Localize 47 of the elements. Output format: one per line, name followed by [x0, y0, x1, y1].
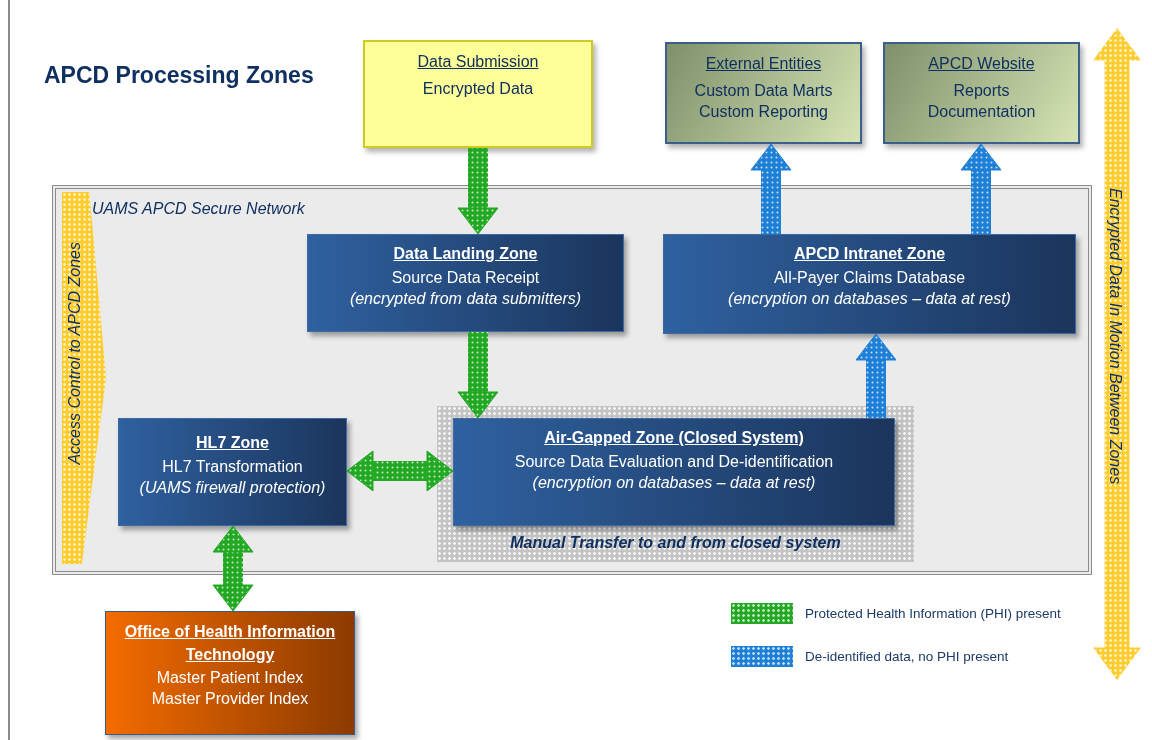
diagram-title: APCD Processing Zones	[44, 62, 314, 89]
legend-label: De-identified data, no PHI present	[805, 649, 1009, 664]
zone-box	[363, 40, 593, 148]
zone-title: APCD Website	[927, 54, 1036, 74]
zone-description: Source Data Receipt	[390, 267, 541, 288]
block-arrow	[855, 333, 897, 418]
zone-description: (encryption on databases – data at rest)	[727, 288, 1012, 309]
block-arrow	[750, 143, 792, 234]
zone-description: Documentation	[926, 101, 1037, 122]
zone-description: (encrypted from data submitters)	[348, 288, 583, 309]
zone-description: Custom Data Marts	[693, 80, 834, 101]
block-arrow	[457, 332, 499, 419]
block-arrow	[346, 450, 454, 492]
zone-title: HL7 Zone	[195, 433, 270, 453]
legend-label: Protected Health Information (PHI) present	[805, 606, 1061, 621]
zone-description: Custom Reporting	[698, 101, 829, 122]
zone-title: Data Submission	[416, 52, 540, 72]
zone-description: (encryption on databases – data at rest)	[531, 472, 817, 493]
zone-box	[883, 42, 1080, 144]
zone-box	[307, 234, 624, 332]
zone-title: Encrypted Data In Motion Between Zones	[1106, 188, 1126, 485]
zone-title: Manual Transfer to and from closed system	[509, 533, 842, 554]
zone-box	[118, 418, 347, 526]
zone-title: UAMS APCD Secure Network	[92, 199, 305, 219]
block-arrow	[457, 148, 499, 235]
zone-box	[663, 234, 1076, 334]
zone-description: Master Patient Index	[155, 668, 305, 689]
zone-box	[665, 42, 862, 144]
zone-description: HL7 Transformation	[161, 456, 304, 477]
manual-transfer-band	[437, 406, 914, 562]
zone-description: Reports	[952, 80, 1011, 101]
zone-description: (UAMS firewall protection)	[138, 477, 327, 498]
zone-description: All-Payer Claims Database	[772, 267, 967, 288]
zone-description: Encrypted Data	[421, 78, 535, 99]
block-arrow	[960, 143, 1002, 234]
zone-box	[453, 418, 895, 526]
zone-title: Access Control to APCD Zones	[65, 242, 84, 465]
zone-title: External Entities	[704, 54, 823, 74]
network-panel	[52, 185, 1092, 575]
block-arrow	[212, 525, 254, 612]
zone-title: Air-Gapped Zone (Closed System)	[543, 428, 805, 448]
zone-title: Office of Health Information Technology	[123, 622, 337, 666]
zone-title: Data Landing Zone	[392, 244, 539, 264]
zone-box	[105, 611, 355, 735]
zone-description: Source Data Evaluation and De-identification	[513, 451, 835, 472]
zone-title: APCD Intranet Zone	[792, 244, 947, 264]
zone-description: Master Provider Index	[150, 689, 310, 710]
